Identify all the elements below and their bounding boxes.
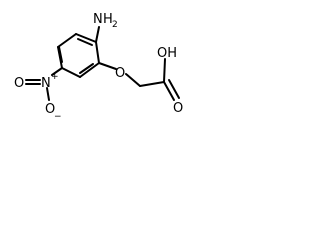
bond-carbonyl-double-b <box>168 79 180 99</box>
bond-carboxyl-hydroxyl <box>163 58 166 83</box>
bond-c1-amino <box>95 26 100 43</box>
carbonyl-oxygen-label: O <box>173 101 183 116</box>
bond-c4-nitro-nitrogen <box>51 67 63 76</box>
ring-inner-double-2 <box>58 46 63 63</box>
chemical-structure-diagram: N H 2 O OH O N + O O − <box>14 12 183 122</box>
nitro-double-oxygen-label: O <box>14 76 24 91</box>
amino-nitrogen-label: N <box>93 12 103 27</box>
nitro-single-oxygen-label: O <box>45 102 55 117</box>
ring-inner-double-3 <box>77 38 93 46</box>
ring-bond-c1-c2 <box>95 41 100 64</box>
nitro-nitrogen-charge: + <box>51 72 59 82</box>
ring-inner-double-1 <box>79 63 94 74</box>
nitro-nitrogen-label: N <box>41 76 51 91</box>
ring-bond-c5-c6 <box>57 33 77 48</box>
amino-hydrogen-label: H <box>103 12 113 27</box>
ether-oxygen-label: O <box>115 66 125 81</box>
ring-bond-c2-c3 <box>79 62 100 78</box>
bond-oxygen-ch2 <box>125 73 141 87</box>
bond-ch2-carboxyl-carbon <box>139 81 165 87</box>
amino-hydrogen-count: 2 <box>112 20 118 30</box>
ring-bond-c4-c5 <box>57 46 63 69</box>
bond-nitro-single <box>46 87 50 101</box>
bond-c2-ether-oxygen <box>98 62 117 70</box>
ring-bond-c3-c4 <box>61 67 81 78</box>
ring-bond-c6-c1 <box>75 33 97 43</box>
bond-carbonyl-double-a <box>163 81 175 101</box>
nitro-oxygen-charge: − <box>54 112 62 122</box>
hydroxyl-label: OH <box>157 46 177 61</box>
